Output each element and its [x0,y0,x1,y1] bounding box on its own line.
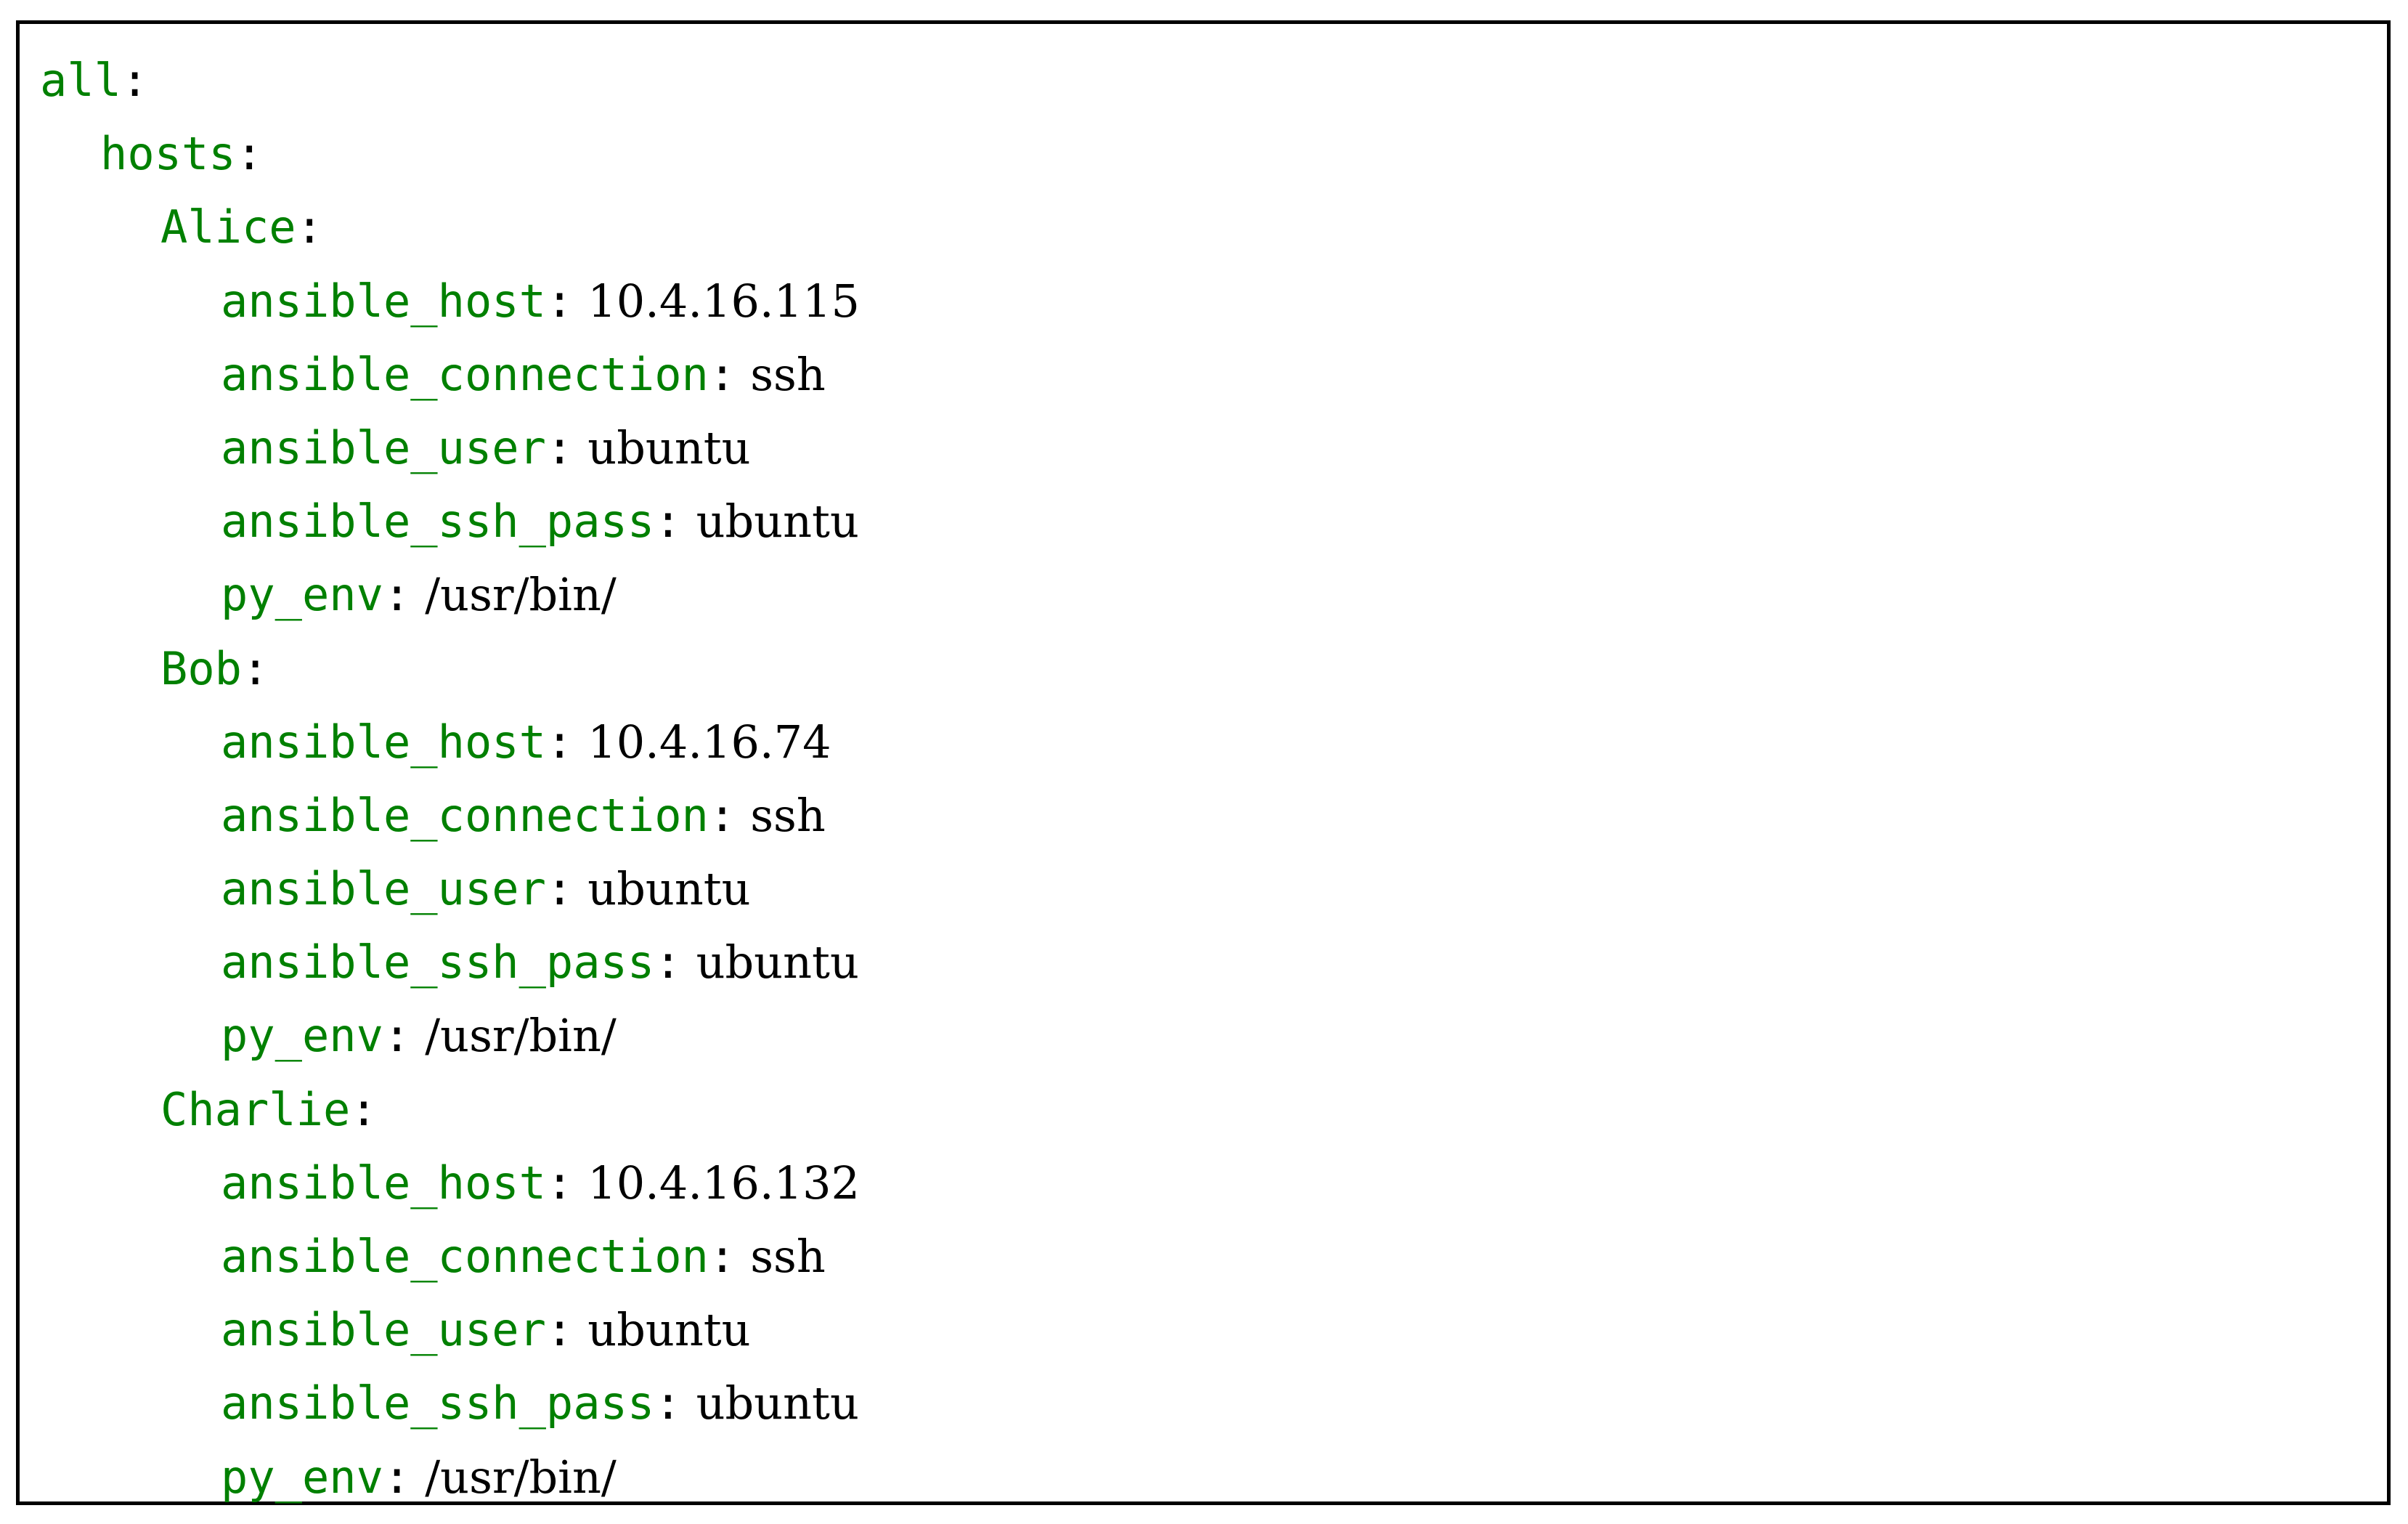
yaml-key: ansible_host [221,1156,546,1209]
yaml-value: /usr/bin/ [425,568,617,622]
yaml-value: ssh [750,788,826,842]
yaml-value: /usr/bin/ [425,1450,617,1504]
yaml-value: ubuntu [696,1377,859,1430]
yaml-colon: : [383,1009,411,1063]
code-line: Alice: [40,190,860,263]
yaml-key: Charlie [160,1082,351,1136]
yaml-key: ansible_user [221,862,546,916]
yaml-key: py_env [221,1009,383,1063]
yaml-key: ansible_connection [221,1230,709,1283]
code-line: Charlie: [40,1072,860,1146]
yaml-colon: : [383,568,411,622]
yaml-key: hosts [100,127,236,181]
code-line: all: [40,43,860,116]
yaml-colon: : [545,274,574,328]
code-line: py_env: /usr/bin/ [40,998,860,1071]
yaml-colon: : [545,1303,574,1357]
yaml-colon: : [708,1230,736,1283]
code-line: py_env: /usr/bin/ [40,1440,860,1513]
yaml-key: ansible_connection [221,347,709,401]
yaml-value: ubuntu [587,862,751,916]
yaml-value: /usr/bin/ [425,1009,617,1063]
code-line: ansible_user:ubuntu [40,851,860,925]
yaml-colon: : [296,200,323,254]
code-line: ansible_user:ubuntu [40,1292,860,1366]
yaml-key: ansible_ssh_pass [221,495,655,548]
yaml-key: Alice [160,200,296,254]
code-line: ansible_host:10.4.16.132 [40,1146,860,1219]
code-line: ansible_ssh_pass: ubuntu [40,925,860,998]
yaml-colon: : [708,788,736,842]
yaml-key: py_env [221,568,383,622]
yaml-key: ansible_user [221,1303,546,1357]
code-line: ansible_host:10.4.16.74 [40,705,860,778]
code-line: ansible_ssh_pass: ubuntu [40,484,860,557]
code-line: Bob: [40,631,860,705]
code-listing-box: all:hosts:Alice:ansible_host:10.4.16.115… [16,20,2391,1505]
yaml-colon: : [241,641,269,695]
yaml-value: ubuntu [696,495,859,548]
yaml-key: py_env [221,1450,383,1504]
yaml-colon: : [383,1450,411,1504]
code-line: py_env: /usr/bin/ [40,557,860,631]
code-line: ansible_connection: ssh [40,337,860,410]
yaml-value: 10.4.16.74 [587,715,831,769]
yaml-key: ansible_ssh_pass [221,936,655,989]
yaml-colon: : [708,347,736,401]
yaml-colon: : [545,1156,574,1209]
code-line: ansible_user:ubuntu [40,410,860,484]
yaml-value: 10.4.16.115 [587,274,860,328]
yaml-value: ubuntu [587,421,751,474]
yaml-value: ssh [750,347,826,401]
yaml-key: ansible_connection [221,788,709,842]
yaml-colon: : [121,54,149,107]
yaml-colon: : [350,1082,378,1136]
code-line: hosts: [40,116,860,190]
yaml-key: ansible_host [221,715,546,769]
yaml-key: ansible_host [221,274,546,328]
yaml-key: all [40,54,121,107]
yaml-key: ansible_user [221,421,546,474]
code-line: ansible_connection: ssh [40,1219,860,1292]
yaml-colon: : [235,127,263,181]
yaml-colon: : [654,936,682,989]
yaml-value: ubuntu [696,936,859,989]
yaml-colon: : [654,1377,682,1430]
yaml-value: ssh [750,1230,826,1283]
yaml-colon: : [545,715,574,769]
yaml-value: 10.4.16.132 [587,1156,860,1209]
code-line: ansible_host:10.4.16.115 [40,264,860,337]
yaml-value: ubuntu [587,1303,751,1357]
code-block: all:hosts:Alice:ansible_host:10.4.16.115… [20,24,860,1513]
yaml-colon: : [545,862,574,916]
code-line: ansible_ssh_pass: ubuntu [40,1366,860,1439]
yaml-colon: : [654,495,682,548]
code-line: ansible_connection: ssh [40,778,860,851]
yaml-key: Bob [160,641,242,695]
yaml-colon: : [545,421,574,474]
yaml-key: ansible_ssh_pass [221,1377,655,1430]
